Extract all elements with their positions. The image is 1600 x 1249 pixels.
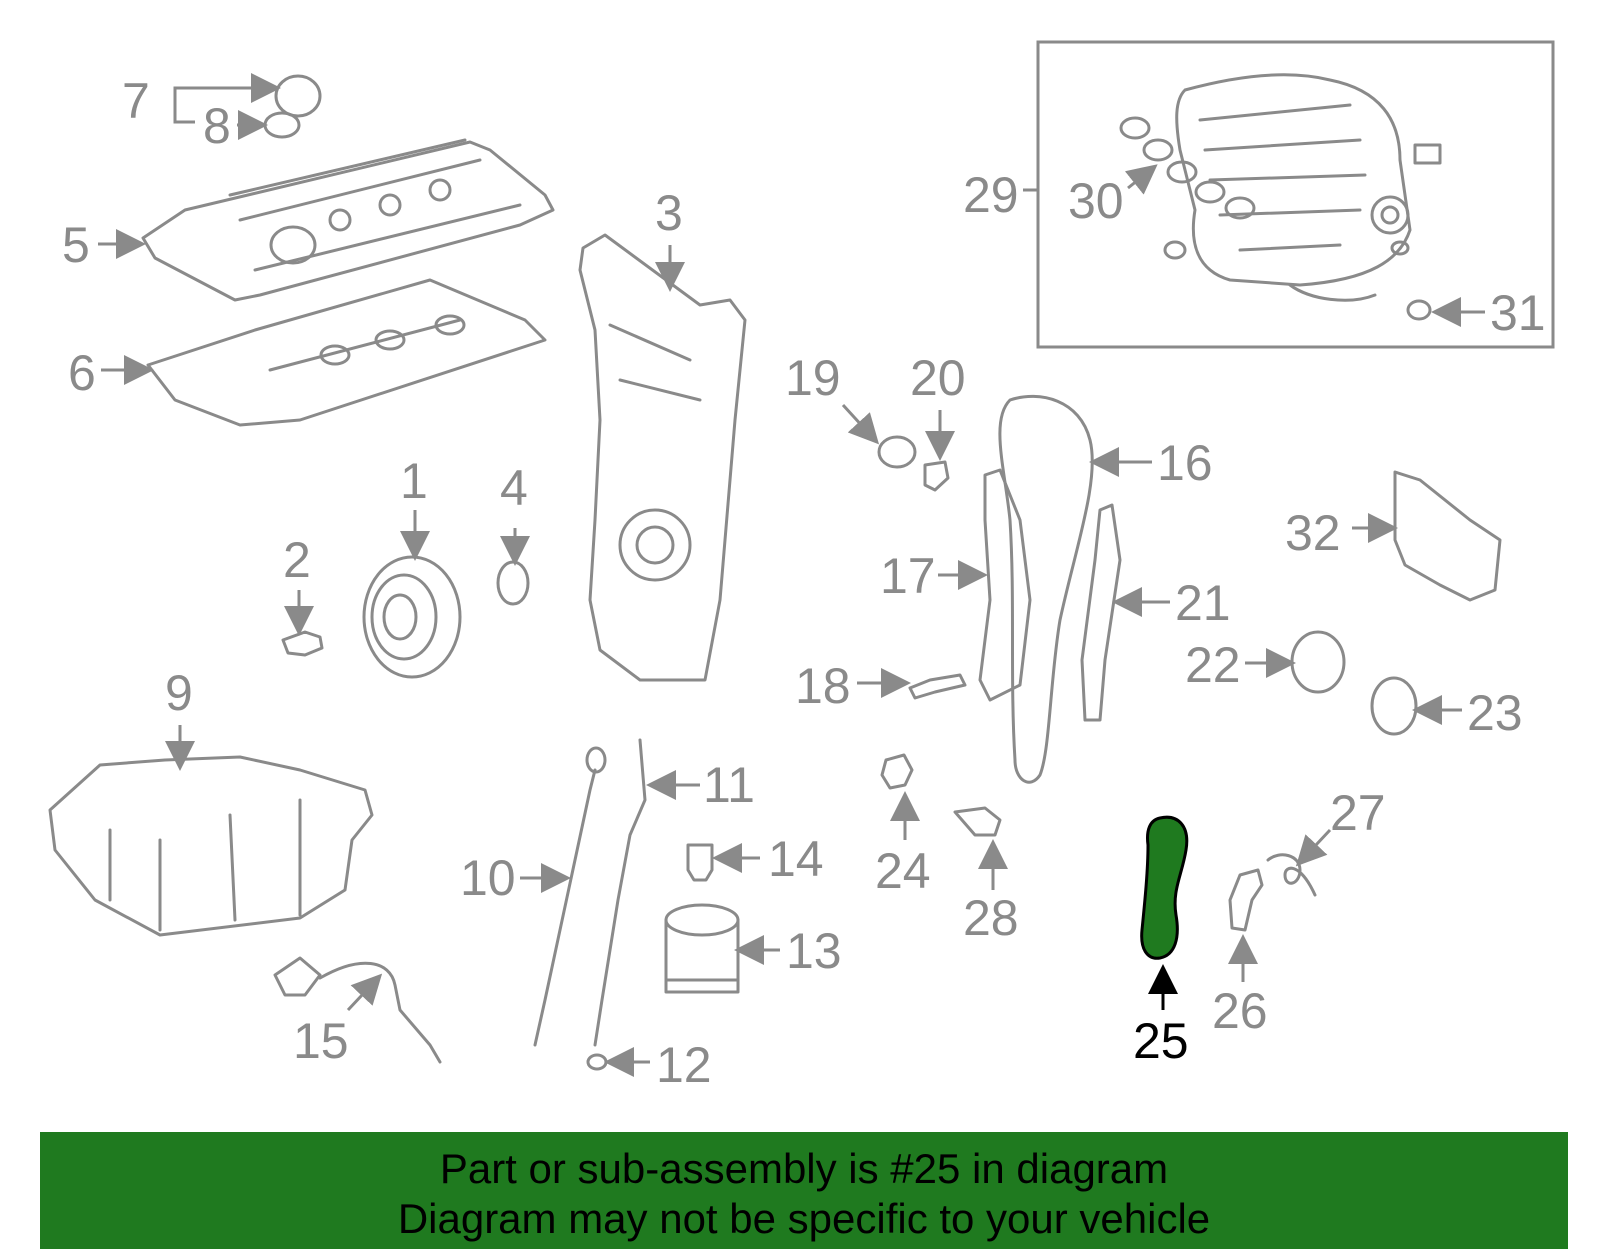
callout-22: 22 [1185, 637, 1241, 693]
callout-7: 7 [122, 73, 150, 129]
dipstick-tube-11 [593, 738, 647, 1047]
callout-23: 23 [1467, 685, 1523, 741]
callout-3: 3 [655, 185, 683, 241]
callout-6: 6 [68, 345, 96, 401]
crank-sprocket-23 [1370, 676, 1418, 736]
crankshaft-pulley-1 [362, 555, 462, 679]
callout-10: 10 [460, 850, 516, 906]
info-banner: Part or sub-assembly is #25 in diagram D… [40, 1132, 1568, 1249]
chain-tensioner-19 [877, 435, 917, 469]
callout-16: 16 [1157, 435, 1213, 491]
timing-chain-cover-3 [578, 233, 747, 682]
callout-12: 12 [656, 1037, 712, 1093]
chain-damper-21 [1080, 503, 1122, 722]
pulley-bolt-2 [281, 630, 324, 657]
drain-plug-14 [686, 843, 714, 882]
part-26 [1228, 868, 1264, 932]
timing-chain-16 [998, 394, 1094, 784]
callout-5: 5 [62, 217, 90, 273]
callout-2: 2 [283, 532, 311, 588]
valve-cover-5 [141, 138, 555, 302]
callout-8: 8 [203, 98, 231, 154]
intake-manifold-inset-box [1036, 40, 1555, 349]
callout-17: 17 [880, 548, 936, 604]
guide-bolt-18 [908, 673, 967, 700]
callout-21: 21 [1175, 575, 1231, 631]
cap-gasket-8 [263, 111, 301, 139]
callout-30: 30 [1068, 173, 1124, 229]
oil-dipstick-10 [533, 768, 597, 1047]
callout-1: 1 [400, 453, 428, 509]
callout-9: 9 [165, 665, 193, 721]
o-ring-12 [586, 1053, 608, 1071]
callout-29: 29 [963, 167, 1019, 223]
callout-15: 15 [293, 1013, 349, 1069]
callout-24: 24 [875, 843, 931, 899]
part-32 [1393, 470, 1502, 602]
callout-19: 19 [785, 350, 841, 406]
callout-25: 25 [1133, 1013, 1189, 1069]
spring-27 [1266, 853, 1317, 897]
callout-31: 31 [1490, 285, 1546, 341]
callout-26: 26 [1212, 983, 1268, 1039]
part-28 [953, 806, 1002, 837]
intake-manifold-drawing [1163, 73, 1442, 302]
callout-28: 28 [963, 890, 1019, 946]
callout-20: 20 [910, 350, 966, 406]
tensioner-gasket-20 [923, 460, 950, 492]
callout-18: 18 [795, 658, 851, 714]
part-24 [880, 753, 914, 790]
chain-guide-17 [978, 468, 1032, 702]
callout-14: 14 [768, 831, 824, 887]
manifold-gasket-30 [1119, 116, 1256, 220]
banner-text: Part or sub-assembly is #25 in diagram D… [40, 1144, 1568, 1244]
camshaft-sprocket-22 [1290, 630, 1346, 694]
valve-cover-gasket-6 [146, 278, 547, 427]
oil-pan-9 [48, 755, 374, 937]
oil-filler-cap-7 [274, 74, 322, 118]
callout-13: 13 [786, 923, 842, 979]
leader-lines [98, 73, 1485, 1077]
callout-11: 11 [703, 757, 755, 813]
selected-chain-25[interactable] [1140, 815, 1189, 960]
callout-32: 32 [1285, 505, 1341, 561]
oil-seal-4 [496, 560, 530, 606]
oxygen-sensor-15 [273, 956, 442, 1064]
oil-filter-13 [664, 903, 740, 994]
dipstick-handle [585, 746, 607, 774]
callout-27: 27 [1330, 785, 1386, 841]
callout-4: 4 [500, 460, 528, 516]
callout-labels: 7 8 5 6 3 1 4 2 9 10 11 12 13 14 15 16 1… [62, 73, 1546, 1093]
banner-line-part: Part or sub-assembly is #25 in diagram [439, 1145, 1169, 1192]
banner-line-disclaimer: Diagram may not be specific to your vehi… [397, 1195, 1211, 1242]
plug-31 [1406, 299, 1432, 321]
